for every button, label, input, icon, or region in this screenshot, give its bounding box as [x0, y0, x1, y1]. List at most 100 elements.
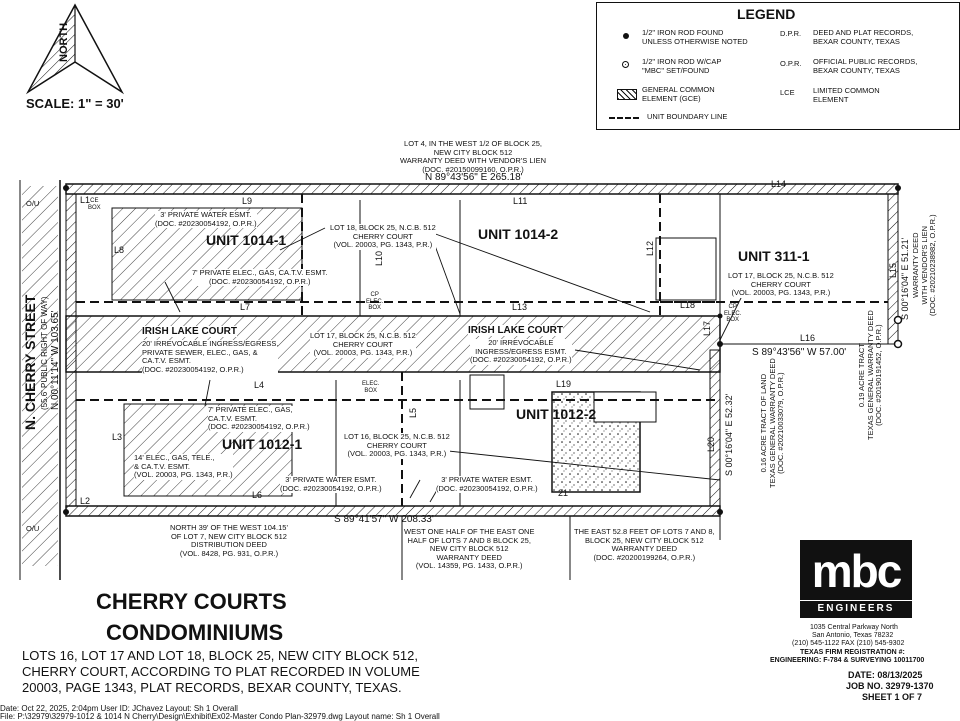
note-lot18: LOT 18, BLOCK 25, N.C.B. 512 CHERRY COUR…	[330, 223, 436, 250]
drawing-date: DATE: 08/13/2025	[848, 670, 923, 680]
unit-boundary-lines	[76, 194, 888, 506]
line-label-l10: L10	[374, 250, 384, 266]
note-vendor-lien: WARRANTY DEED WITH VENDOR'S LIEN (DOC. #…	[911, 214, 937, 316]
note-lot17-east: LOT 17, BLOCK 25, N.C.B. 512 CHERRY COUR…	[728, 271, 834, 298]
legend-opr-text: OFFICIAL PUBLIC RECORDS, BEXAR COUNTY, T…	[813, 57, 918, 75]
title-line-1: CHERRY COURTS	[96, 589, 287, 614]
description-line-1: LOTS 16, LOT 17 AND LOT 18, BLOCK 25, NE…	[22, 648, 418, 663]
line-label-l7: L7	[240, 302, 251, 312]
l20-line-bearing: S 00°16'04" E 52.32'	[724, 393, 734, 476]
legend-title: LEGEND	[737, 6, 796, 22]
east-mid-bearing: S 89°43'56" W 57.00'	[752, 347, 847, 358]
line-label-l17: L17	[702, 320, 712, 336]
unit-311-1-label: UNIT 311-1	[738, 248, 810, 264]
iron-rod-found-icon	[623, 33, 629, 39]
south-line-bearing: S 89°41'57" W 208.33'	[334, 514, 434, 525]
note-elec-north: 7' PRIVATE ELEC., GAS, CA.T.V. ESMT. (DO…	[192, 268, 328, 286]
scale-label: SCALE: 1" = 30'	[26, 96, 124, 111]
line-label-l20: L20	[706, 436, 716, 452]
note-lot17-middle: LOT 17, BLOCK 25, N.C.B. 512 CHERRY COUR…	[310, 331, 416, 358]
line-label-l11: L11	[513, 196, 528, 206]
note-east528: THE EAST 52.8 FEET OF LOTS 7 AND 8, BLOC…	[574, 527, 715, 562]
firm-registration-numbers: ENGINEERING: F-784 & SURVEYING 10011700	[770, 657, 925, 664]
footer-plot-info: Date: Oct 22, 2025, 2:04pm User ID: JCha…	[0, 704, 238, 713]
cp-elec-box-label: CP ELEC. BOX	[366, 292, 384, 311]
firm-address-2: San Antonio, Texas 78232	[812, 632, 894, 639]
note-west-half: WEST ONE HALF OF THE EAST ONE HALF OF LO…	[404, 527, 535, 570]
irish-lake-court-east-title: IRISH LAKE COURT	[468, 325, 563, 336]
title-line-2: CONDOMINIUMS	[106, 620, 284, 645]
legend-lce-abbr: LCE	[780, 88, 795, 97]
note-elec-south: 7' PRIVATE ELEC., GAS, CA.T.V. ESMT. (DO…	[208, 405, 310, 432]
north-line-bearing: N 89°43'56" E 265.18'	[425, 172, 523, 183]
irish-lake-court-west-title: IRISH LAKE COURT	[142, 326, 237, 337]
firm-phone: (210) 545-1122 FAX (210) 545-9302	[792, 640, 905, 647]
line-label-l8: L8	[114, 245, 125, 255]
note-north39: NORTH 39' OF THE WEST 104.15' OF LOT 7, …	[170, 523, 288, 558]
legend-lce-text: LIMITED COMMON ELEMENT	[813, 86, 880, 104]
line-label-l12: L12	[645, 240, 655, 256]
line-label-l13: L13	[512, 302, 528, 312]
legend-opr-abbr: O.P.R.	[780, 59, 802, 68]
north-label: NORTH	[58, 22, 70, 62]
mbc-logo: mbc ENGINEERS	[800, 540, 912, 618]
ce-box-label: CE BOX	[88, 198, 101, 211]
ou-label-south: O/U	[26, 524, 40, 533]
unit-1014-2-label: UNIT 1014-2	[478, 226, 559, 242]
street-row: (55.6' PUBLIC RIGHT OF WAY)	[40, 296, 49, 410]
line-label-l16: L16	[800, 333, 816, 343]
iron-rod-cap-icon	[622, 61, 629, 68]
line-label-l3: L3	[112, 432, 123, 442]
legend-iron-rod-found: 1/2" IRON ROD FOUND UNLESS OTHERWISE NOT…	[642, 28, 748, 46]
legend-gce: GENERAL COMMON ELEMENT (GCE)	[642, 85, 715, 103]
ou-label: O/U	[26, 199, 40, 208]
west-line-bearing: N 00°11'14" W 103.65'	[50, 310, 61, 410]
line-label-l5: L5	[408, 407, 418, 418]
line-label-l4: L4	[254, 380, 265, 390]
cp-elec-box-east-label: CP ELEC. BOX	[724, 304, 742, 323]
unit-boundary-line-icon	[609, 117, 639, 119]
logo-text: mbc	[811, 545, 903, 597]
irish-lake-court-east-note: 20' IRREVOCABLE INGRESS/EGRESS ESMT. (DO…	[470, 338, 572, 365]
sheet-number: SHEET 1 OF 7	[862, 692, 923, 702]
north-arrow-icon	[25, 3, 125, 95]
note-lot4: LOT 4, IN THE WEST 1/2 OF BLOCK 25, NEW …	[400, 139, 547, 174]
note-tract016: 0.16 ACRE TRACT OF LAND TEXAS GENERAL WA…	[759, 358, 785, 488]
note-tract019: 0.19 ACRE TRACT TEXAS GENERAL WARRANTY D…	[857, 310, 883, 440]
legend-unit-boundary: UNIT BOUNDARY LINE	[647, 112, 728, 121]
logo-subtitle: ENGINEERS	[800, 600, 912, 614]
unit-1014-1-label: UNIT 1014-1	[206, 232, 287, 248]
note-water-north: 3' PRIVATE WATER ESMT. (DOC. #2023005419…	[155, 210, 257, 228]
unit-1012-2-label: UNIT 1012-2	[516, 406, 597, 422]
legend-iron-rod-cap: 1/2" IRON ROD W/CAP "MBC" SET/FOUND	[642, 57, 722, 75]
street-sidewalk	[22, 186, 58, 566]
note-elec-14: 14' ELEC., GAS, TELE., & CA.T.V. ESMT. (…	[134, 453, 233, 480]
line-label-l21: 21	[558, 488, 569, 498]
line-label-l14: L14	[771, 179, 787, 189]
job-number: JOB NO. 32979-1370	[846, 681, 934, 691]
note-water-south-1: 3' PRIVATE WATER ESMT. (DOC. #2023005419…	[280, 475, 382, 493]
note-lot16: LOT 16, BLOCK 25, N.C.B. 512 CHERRY COUR…	[344, 432, 450, 459]
note-water-south-2: 3' PRIVATE WATER ESMT. (DOC. #2023005419…	[436, 475, 538, 493]
legend-dpr-abbr: D.P.R.	[780, 29, 802, 38]
east-line-bearing: S 00°16'04" E 51.21'	[900, 237, 910, 320]
legend-dpr-text: DEED AND PLAT RECORDS, BEXAR COUNTY, TEX…	[813, 28, 914, 46]
legend-box: LEGEND 1/2" IRON ROD FOUND UNLESS OTHERW…	[596, 2, 960, 130]
line-label-l6: L6	[252, 490, 263, 500]
line-label-l19: L19	[556, 379, 572, 389]
line-label-l9: L9	[242, 196, 253, 206]
description-line-2: CHERRY COURT, ACCORDING TO PLAT RECORDED…	[22, 664, 420, 679]
gce-hatch-icon	[617, 89, 637, 100]
firm-registration-label: TEXAS FIRM REGISTRATION #:	[800, 649, 905, 656]
irish-lake-court-west-note: 20' IRREVOCABLE INGRESS/EGRESS, PRIVATE …	[142, 339, 279, 374]
firm-address-1: 1035 Central Parkway North	[810, 624, 898, 631]
description-line-3: 20003, PAGE 1343, PLAT RECORDS, BEXAR CO…	[22, 680, 402, 695]
line-label-l15: L15	[888, 262, 898, 278]
line-label-l2: L2	[80, 496, 91, 506]
line-label-l18: L18	[680, 300, 696, 310]
unit-1012-1-label: UNIT 1012-1	[222, 436, 303, 452]
street-name: N. CHERRY STREET	[22, 294, 38, 430]
footer-file-path: File: P:\32979\32979-1012 & 1014 N Cherr…	[0, 712, 440, 721]
elec-box-label: ELEC. BOX	[362, 381, 380, 394]
line-label-l1: L1	[80, 195, 91, 205]
